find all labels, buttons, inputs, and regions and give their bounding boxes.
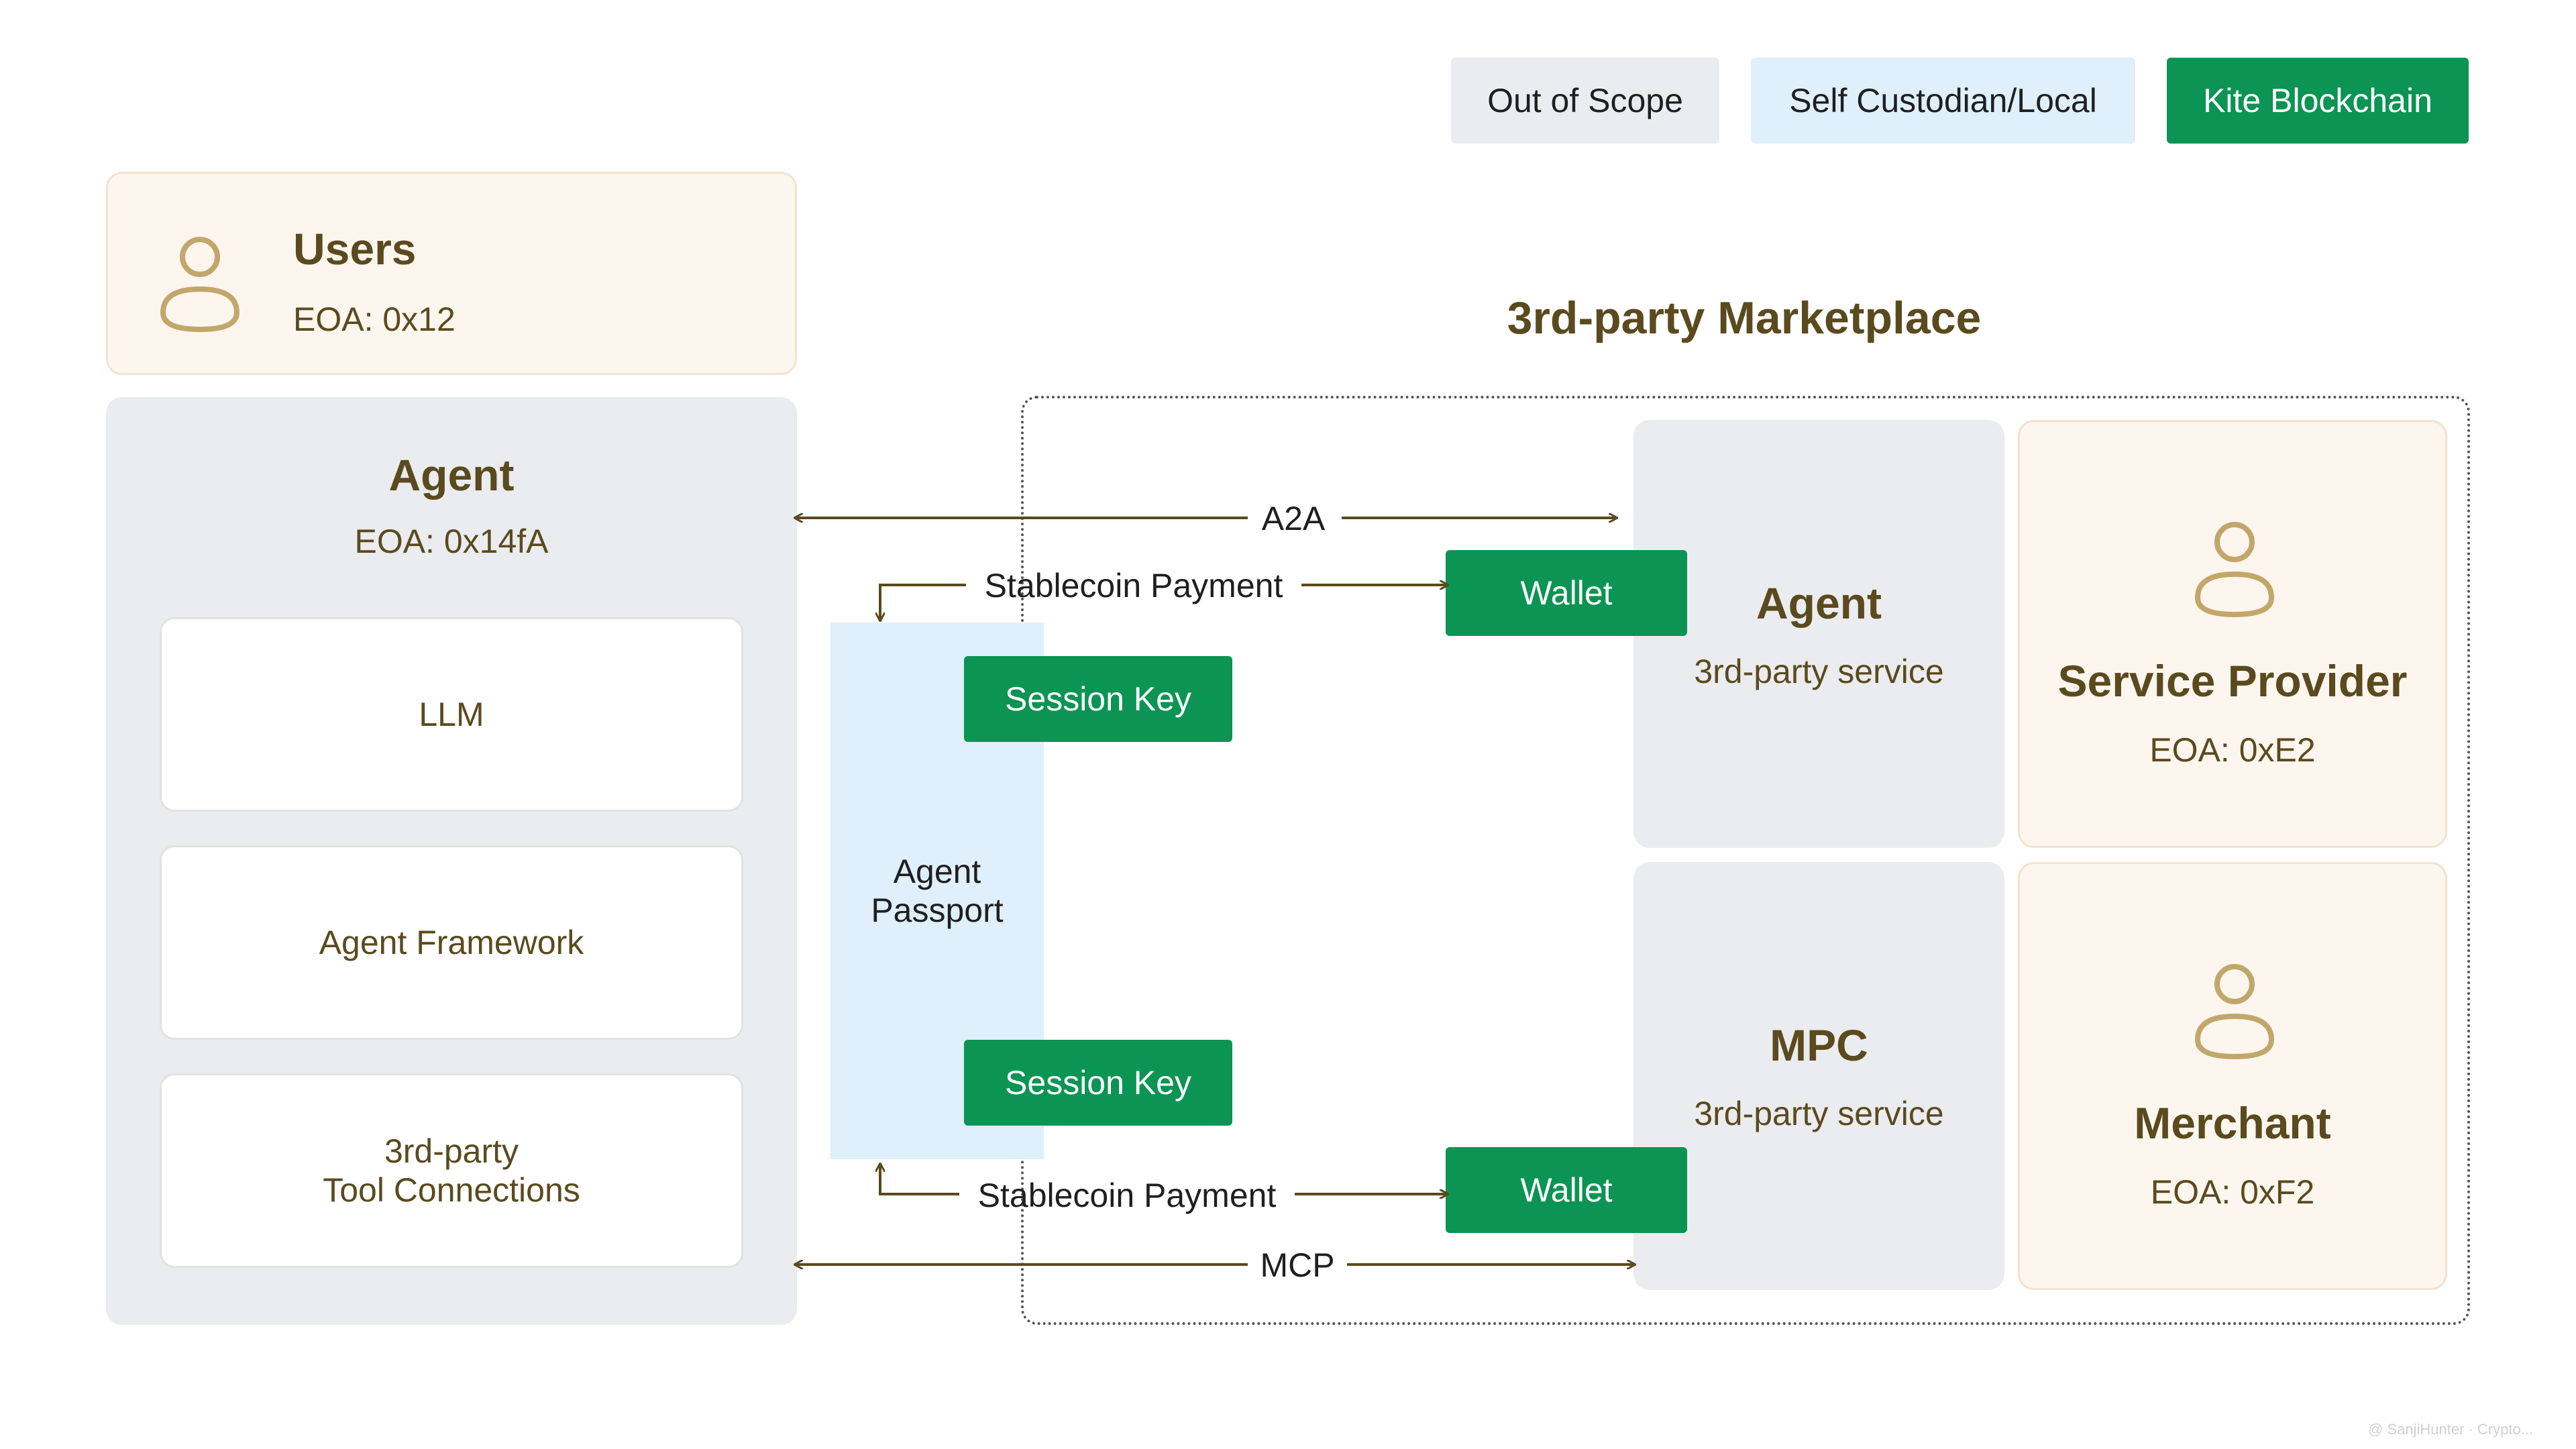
stablecoin-bottom-label: Stablecoin Payment xyxy=(978,1177,1277,1214)
wallet-bottom-label: Wallet xyxy=(1520,1171,1613,1209)
llm-card: LLM xyxy=(160,617,743,812)
stablecoin-top-label: Stablecoin Payment xyxy=(985,567,1283,604)
agent-passport-label: Agent Passport xyxy=(871,853,1004,929)
agent-eoa: EOA: 0x14fA xyxy=(354,523,549,560)
legend-kite-blockchain-label: Kite Blockchain xyxy=(2203,82,2432,119)
users-panel: Users EOA: 0x12 xyxy=(106,172,797,375)
agent-service-subtitle: 3rd-party service xyxy=(1694,653,1944,690)
stablecoin-bottom-arrow-left xyxy=(880,1164,959,1195)
agent-title: Agent xyxy=(388,450,515,500)
merchant-panel: Merchant EOA: 0xF2 xyxy=(2018,862,2447,1290)
wallet-top-label: Wallet xyxy=(1520,574,1613,612)
merchant-eoa: EOA: 0xF2 xyxy=(2150,1173,2315,1211)
wallet-bottom: Wallet xyxy=(1446,1147,1687,1233)
tool-connections-card: 3rd-party Tool Connections xyxy=(160,1073,743,1268)
session-key-bottom: Session Key xyxy=(964,1040,1232,1126)
agent-service-title: Agent xyxy=(1756,578,1882,628)
service-provider-eoa: EOA: 0xE2 xyxy=(2149,731,2316,769)
agent-panel: Agent EOA: 0x14fA LLM Agent Framework 3r… xyxy=(106,397,797,1325)
legend-self-custodian: Self Custodian/Local xyxy=(1751,58,2135,144)
users-eoa: EOA: 0x12 xyxy=(293,301,455,338)
session-key-bottom-label: Session Key xyxy=(1005,1064,1191,1102)
user-icon xyxy=(160,237,240,333)
user-icon xyxy=(2194,522,2275,618)
mpc-service-title: MPC xyxy=(1770,1020,1868,1070)
merchant-title: Merchant xyxy=(2134,1098,2331,1148)
mpc-service-subtitle: 3rd-party service xyxy=(1694,1095,1944,1132)
marketplace-title: 3rd-party Marketplace xyxy=(1507,292,1982,343)
legend-kite-blockchain: Kite Blockchain xyxy=(2167,58,2469,144)
stablecoin-top-arrow-left xyxy=(880,584,966,621)
legend-out-of-scope-label: Out of Scope xyxy=(1487,82,1683,119)
agent-service-panel: Agent 3rd-party service xyxy=(1633,420,2004,848)
tool-connections-label: 3rd-party Tool Connections xyxy=(323,1132,580,1209)
user-icon xyxy=(2194,964,2275,1060)
agent-framework-card: Agent Framework xyxy=(160,845,743,1040)
legend-out-of-scope: Out of Scope xyxy=(1451,58,1719,144)
users-title: Users xyxy=(293,224,417,274)
a2a-label: A2A xyxy=(1262,500,1326,537)
agent-framework-label: Agent Framework xyxy=(319,924,584,961)
watermark: @ SanjiHunter · Crypto... xyxy=(2368,1421,2534,1438)
mcp-label: MCP xyxy=(1260,1246,1334,1284)
session-key-top: Session Key xyxy=(964,656,1232,742)
legend-self-custodian-label: Self Custodian/Local xyxy=(1789,82,2097,119)
llm-label: LLM xyxy=(419,696,484,733)
service-provider-panel: Service Provider EOA: 0xE2 xyxy=(2018,420,2447,848)
wallet-top: Wallet xyxy=(1446,550,1687,636)
mpc-service-panel: MPC 3rd-party service xyxy=(1633,862,2004,1290)
session-key-top-label: Session Key xyxy=(1005,680,1191,718)
service-provider-title: Service Provider xyxy=(2057,656,2408,706)
